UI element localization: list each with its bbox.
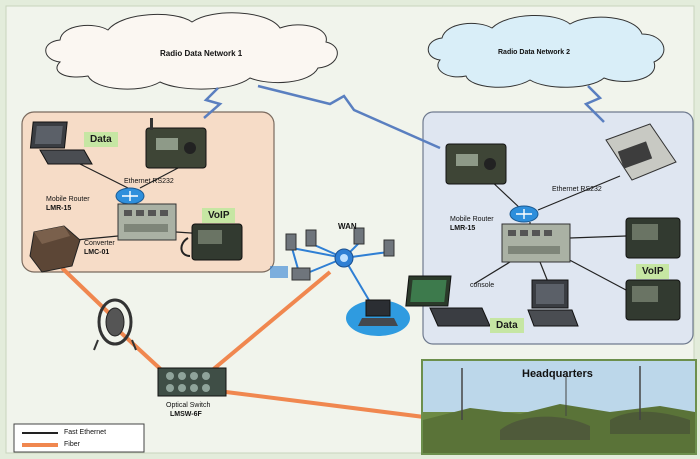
server-icon <box>270 227 395 281</box>
right-ethernet-label: Ethernet RS232 <box>552 186 602 193</box>
headquarters-photo <box>421 359 697 455</box>
radio-handset-right-icon <box>605 123 677 181</box>
right-router-label: Mobile Router <box>450 216 494 223</box>
radio-set-left-icon <box>145 118 207 169</box>
cable-reel-icon <box>93 298 137 351</box>
converter-label: Converter <box>84 240 115 247</box>
eth-box-laptop <box>539 261 549 283</box>
left-voip-tag: VoIP <box>202 208 236 223</box>
eth-laptop-router <box>79 163 129 189</box>
left-router-model: LMR-15 <box>46 205 72 212</box>
converter-icon <box>29 225 81 273</box>
legend-label-fiber: Fiber <box>64 441 80 448</box>
router-left-icon <box>115 187 145 205</box>
mobile-router-right-icon <box>501 223 571 263</box>
right-voip-tag: VoIP <box>636 264 670 279</box>
radio-link-left <box>203 87 223 119</box>
left-ethernet-label: Ethernet RS232 <box>124 178 174 185</box>
legend-label-fast-ethernet: Fast Ethernet <box>64 429 107 436</box>
headquarters-label: Headquarters <box>522 368 593 380</box>
switch-label: Optical Switch <box>166 402 211 409</box>
eth-box-console <box>473 261 511 285</box>
console-label: console <box>470 282 495 289</box>
legend <box>13 423 145 453</box>
voip-phone-right-2-icon <box>625 279 681 321</box>
converter-model: LMC-01 <box>84 249 110 256</box>
optical-switch-icon <box>157 367 227 397</box>
laptop-icon <box>29 121 93 165</box>
eth-radio-router <box>139 167 179 189</box>
right-data-tag: Data <box>490 318 524 333</box>
router-right-icon <box>509 205 539 223</box>
voip-phone-left-icon <box>180 223 243 261</box>
fiber-switch-to-hq <box>225 390 433 420</box>
left-router-label: Mobile Router <box>46 196 90 203</box>
mobile-router-left-icon <box>117 203 177 241</box>
network-2-label: Radio Data Network 2 <box>498 49 570 56</box>
eth-box-phone1 <box>569 235 627 239</box>
console-laptop-icon <box>405 275 491 327</box>
wan-laptop-icon <box>346 299 410 336</box>
radio-set-right-icon <box>445 143 507 185</box>
wan-hub-icon <box>334 248 354 268</box>
right-router-model: LMR-15 <box>450 225 476 232</box>
data-laptop-right-icon <box>527 279 579 327</box>
eth-radio2-router-r <box>537 175 621 211</box>
voip-phone-right-1-icon <box>625 217 681 259</box>
radio-network-2-cloud <box>427 15 665 88</box>
radio-network-1-cloud <box>45 12 338 90</box>
eth-box-phone2 <box>561 255 627 291</box>
left-data-tag: Data <box>84 132 118 147</box>
fiber-switch-to-wan <box>208 270 332 374</box>
radio-link-right <box>583 85 605 123</box>
wan-label: WAN <box>338 222 357 231</box>
eth-box-converter <box>75 235 119 241</box>
network-1-label: Radio Data Network 1 <box>160 49 243 58</box>
radio-link-cross <box>257 84 441 150</box>
switch-model: LMSW-6F <box>170 411 202 418</box>
